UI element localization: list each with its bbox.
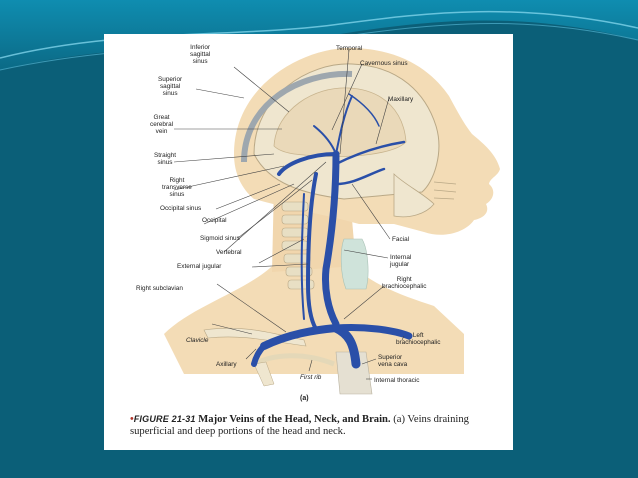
- label-right-brachiocephalic: Right brachiocephalic: [382, 276, 427, 290]
- figure-card: Inferior sagittal sinus Superior sagitta…: [104, 34, 513, 450]
- jaw-shape: [393, 173, 435, 218]
- label-occipital-sinus: Occipital sinus: [160, 205, 202, 212]
- label-facial: Facial: [392, 236, 410, 243]
- label-internal-thoracic: Internal thoracic: [374, 377, 420, 384]
- label-occipital: Occipital: [202, 217, 227, 224]
- trachea-shape: [340, 238, 369, 290]
- caption-bullet: •: [130, 414, 134, 425]
- label-inferior-sagittal-sinus: Inferior sagittal sinus: [190, 44, 211, 65]
- caption-figure-number: FIGURE 21-31: [133, 414, 196, 424]
- label-right-subclavian: Right subclavian: [136, 285, 183, 292]
- caption-text: (a) Veins draining superficial and deep …: [130, 414, 469, 437]
- label-temporal: Temporal: [336, 45, 363, 52]
- label-sigmoid-sinus: Sigmoid sinus: [200, 235, 240, 242]
- label-maxillary: Maxillary: [388, 96, 414, 103]
- superior-sagittal-sinus-shape: [241, 70, 353, 163]
- shoulder-outline: [164, 256, 464, 374]
- veins: [251, 93, 413, 369]
- leader-lines: [173, 49, 405, 380]
- humerus-shape: [253, 361, 275, 387]
- label-left-brachiocephalic: Left brachiocephalic: [396, 332, 441, 346]
- label-vertebral: Vertebral: [216, 249, 242, 256]
- part-label: (a): [300, 395, 309, 402]
- label-superior-vena-cava: Superior vena cava: [378, 354, 408, 368]
- label-straight-sinus: Straight sinus: [154, 152, 177, 166]
- figure-caption: •FIGURE 21-31 Major Veins of the Head, N…: [130, 413, 502, 438]
- label-superior-sagittal-sinus: Superior sagittal sinus: [158, 76, 183, 97]
- label-first-rib: First rib: [300, 374, 322, 381]
- label-clavicle: Clavicle: [186, 337, 209, 344]
- label-external-jugular: External jugular: [177, 263, 222, 270]
- label-axillary: Axillary: [216, 361, 237, 368]
- label-great-cerebral-vein: Great cerebral vein: [150, 114, 174, 135]
- caption-title: Major Veins of the Head, Neck, and Brain…: [198, 414, 391, 425]
- label-right-transverse-sinus: Right transverse sinus: [162, 177, 192, 198]
- head-neck-illustration: [164, 48, 500, 395]
- teeth-shape: [433, 181, 457, 200]
- first-rib-shape: [252, 353, 335, 367]
- label-cavernous-sinus: Cavernous sinus: [360, 60, 408, 67]
- label-internal-jugular: Internal jugular: [390, 254, 412, 268]
